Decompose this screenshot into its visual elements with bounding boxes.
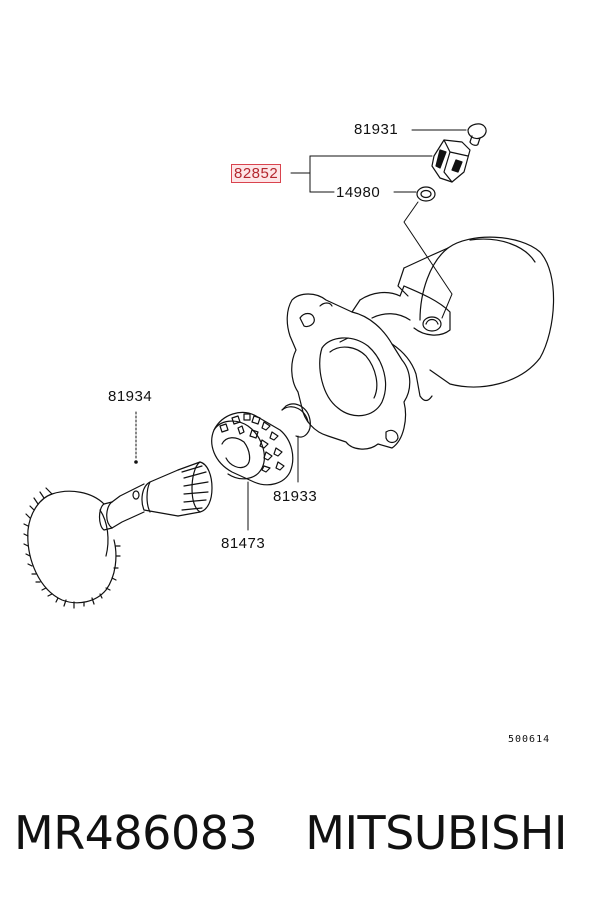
callout-14980[interactable]: 14980 (336, 184, 381, 201)
brand-name: MITSUBISHI (305, 806, 567, 860)
leader-lines (135, 129, 467, 531)
callout-81473[interactable]: 81473 (221, 535, 266, 552)
callout-81931[interactable]: 81931 (354, 121, 399, 138)
housing (286, 236, 555, 450)
diagram-reference-code: 500614 (508, 734, 551, 745)
caption: MR486083 MITSUBISHI (14, 806, 594, 860)
callout-82852[interactable]: 82852 (231, 164, 282, 183)
needle-bearing (211, 411, 294, 486)
speed-sensor (431, 139, 471, 183)
snap-ring (281, 403, 311, 438)
o-ring (416, 186, 436, 202)
part-number: MR486083 (14, 806, 258, 860)
parts-diagram (23, 123, 555, 609)
bolt (467, 123, 487, 146)
callout-81933[interactable]: 81933 (273, 488, 318, 505)
callout-81934[interactable]: 81934 (108, 388, 153, 405)
output-shaft (23, 461, 213, 609)
